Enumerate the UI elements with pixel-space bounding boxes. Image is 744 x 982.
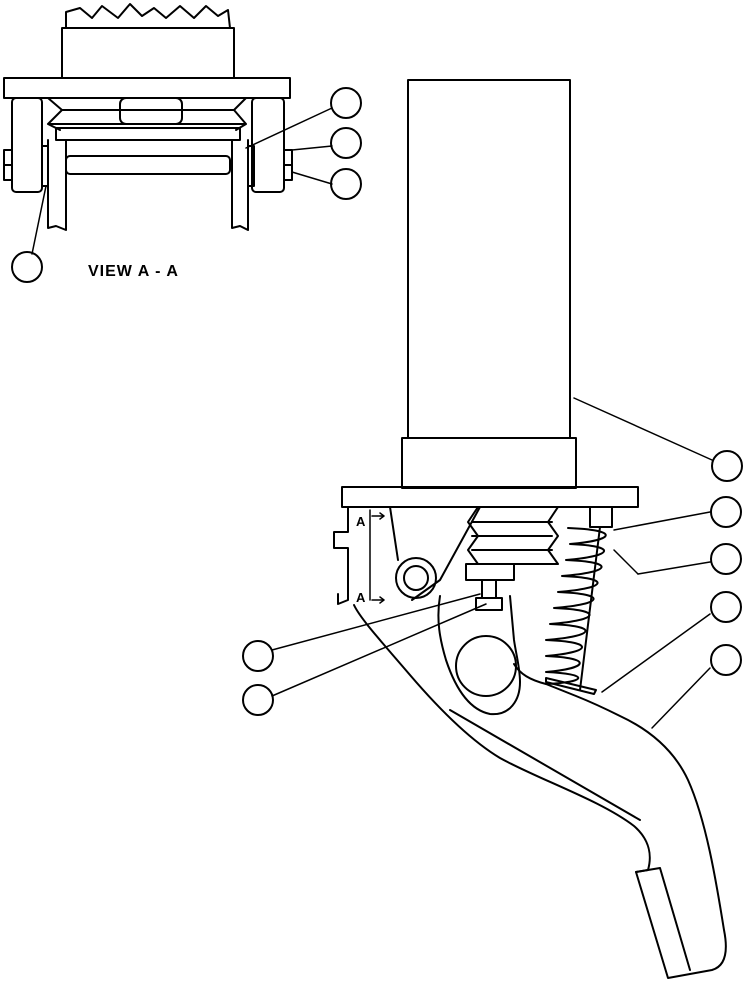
- view-right-bracket: [251, 97, 285, 193]
- pedal-pivot-bore: [455, 635, 517, 697]
- leader-lines: [31, 107, 713, 729]
- callout-balloon: [710, 591, 742, 623]
- pedal-pad: [635, 867, 691, 971]
- callout-balloon: [330, 168, 362, 200]
- callout-balloon: [242, 640, 274, 672]
- main-assembly: A A: [333, 79, 727, 979]
- view-pivot-shaft: [65, 155, 231, 175]
- section-arrow-bottom: [371, 596, 385, 604]
- callout-balloon: [710, 496, 742, 528]
- pedal-arm: [353, 604, 727, 979]
- view-right-arm: [231, 139, 249, 231]
- section-arrow-top: [371, 512, 385, 520]
- view-boot: [47, 97, 247, 131]
- callout-balloon: [330, 127, 362, 159]
- bellows-boot: [467, 506, 559, 565]
- section-marker-bottom: A: [356, 590, 366, 605]
- steering-column: [407, 79, 571, 439]
- view-column-body: [61, 27, 235, 79]
- view-left-arm: [47, 139, 67, 231]
- callout-balloon: [711, 450, 743, 482]
- view-column-break: [65, 3, 231, 29]
- view-title: VIEW A - A: [88, 263, 179, 280]
- column-base: [401, 437, 577, 489]
- view-left-bracket: [11, 97, 43, 193]
- pedal-hub: [437, 595, 521, 716]
- pivot-pin-outer: [395, 557, 437, 599]
- bracket-web: [389, 506, 481, 601]
- section-marker-top: A: [356, 514, 366, 529]
- pedal-inner-edge: [449, 709, 641, 821]
- callout-balloon: [710, 543, 742, 575]
- bracket: [333, 506, 349, 605]
- callout-balloon: [330, 87, 362, 119]
- callout-balloon: [11, 251, 43, 283]
- adjust-screw: [481, 579, 497, 599]
- mounting-plate: [341, 486, 639, 508]
- callout-balloon: [242, 684, 274, 716]
- view-cross-bar: [55, 127, 241, 141]
- pivot-pin-inner: [403, 565, 429, 591]
- spring-rod: [579, 526, 601, 691]
- return-spring: [545, 527, 607, 685]
- callout-balloon: [710, 644, 742, 676]
- section-view-a-a: VIEW A - A: [3, 3, 293, 280]
- jam-nut: [475, 597, 503, 611]
- callouts: [11, 87, 743, 716]
- stop-plunger: [465, 563, 515, 581]
- spring-seat: [589, 506, 613, 528]
- view-left-washer: [41, 145, 49, 187]
- view-mounting-plate: [3, 77, 291, 99]
- spring-retainer: [545, 677, 597, 695]
- view-plunger: [119, 97, 183, 125]
